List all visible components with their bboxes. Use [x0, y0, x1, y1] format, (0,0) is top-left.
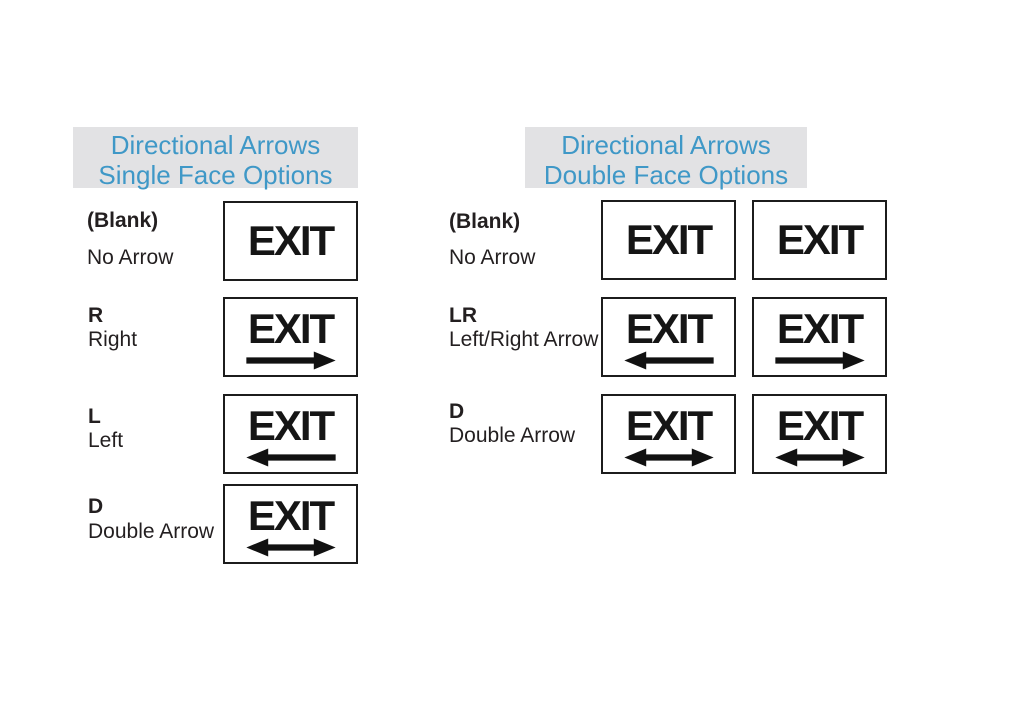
- exit-sign-double-face1-no-arrow: EXIT: [601, 200, 736, 280]
- option-code-left: L: [88, 405, 101, 428]
- exit-sign-text: EXIT: [776, 216, 864, 263]
- exit-sign-text: EXIT: [776, 304, 864, 352]
- exit-sign-single-right-arrow: EXIT: [223, 297, 358, 377]
- exit-sign-text: EXIT: [776, 401, 864, 449]
- exit-sign-double-face2-no-arrow: EXIT: [752, 200, 887, 280]
- option-code-blank-double: (Blank): [449, 210, 521, 233]
- exit-sign-single-double-arrow: EXIT: [223, 484, 358, 564]
- option-label-double-single: Double Arrow: [88, 520, 215, 543]
- option-code-blank-single: (Blank): [87, 209, 159, 232]
- option-label-no-arrow-single: No Arrow: [87, 246, 174, 269]
- exit-sign-text: EXIT: [247, 304, 335, 352]
- double-face-header-line1: Directional Arrows: [561, 130, 771, 160]
- left-arrow-icon: [245, 447, 336, 467]
- single-face-header-line1: Directional Arrows: [110, 130, 321, 160]
- right-arrow-icon: [245, 350, 336, 370]
- option-label-right: Right: [88, 328, 138, 351]
- exit-sign-text: EXIT: [247, 491, 335, 539]
- exit-sign-text: EXIT: [247, 401, 335, 449]
- double-arrow-icon: [245, 537, 336, 557]
- exit-sign-text: EXIT: [625, 401, 713, 449]
- option-code-double-single: D: [88, 495, 104, 518]
- single-face-header-line2: Single Face Options: [98, 160, 333, 190]
- single-face-header: Directional Arrows Single Face Options: [73, 127, 358, 190]
- exit-sign-single-left-arrow: EXIT: [223, 394, 358, 474]
- exit-sign-single-no-arrow: EXIT: [223, 201, 358, 281]
- double-face-header-line2: Double Face Options: [543, 160, 789, 190]
- right-arrow-icon: [774, 350, 865, 370]
- double-arrow-icon: [774, 447, 865, 467]
- option-label-double-double: Double Arrow: [449, 424, 576, 447]
- option-code-left-right: LR: [449, 304, 477, 327]
- left-arrow-icon: [623, 350, 714, 370]
- exit-sign-text: EXIT: [625, 304, 713, 352]
- option-label-no-arrow-double: No Arrow: [449, 246, 536, 269]
- exit-sign-double-face1-left-arrow: EXIT: [601, 297, 736, 377]
- exit-sign-double-face2-double-arrow: EXIT: [752, 394, 887, 474]
- option-code-right: R: [88, 304, 104, 327]
- option-label-left-right: Left/Right Arrow: [449, 328, 599, 351]
- option-code-double-double: D: [449, 400, 465, 423]
- option-label-left: Left: [88, 429, 124, 452]
- exit-sign-double-face1-double-arrow: EXIT: [601, 394, 736, 474]
- exit-sign-double-face2-right-arrow: EXIT: [752, 297, 887, 377]
- double-arrow-icon: [623, 447, 714, 467]
- double-face-header: Directional Arrows Double Face Options: [525, 127, 807, 190]
- exit-sign-text: EXIT: [247, 217, 335, 264]
- exit-sign-text: EXIT: [625, 216, 713, 263]
